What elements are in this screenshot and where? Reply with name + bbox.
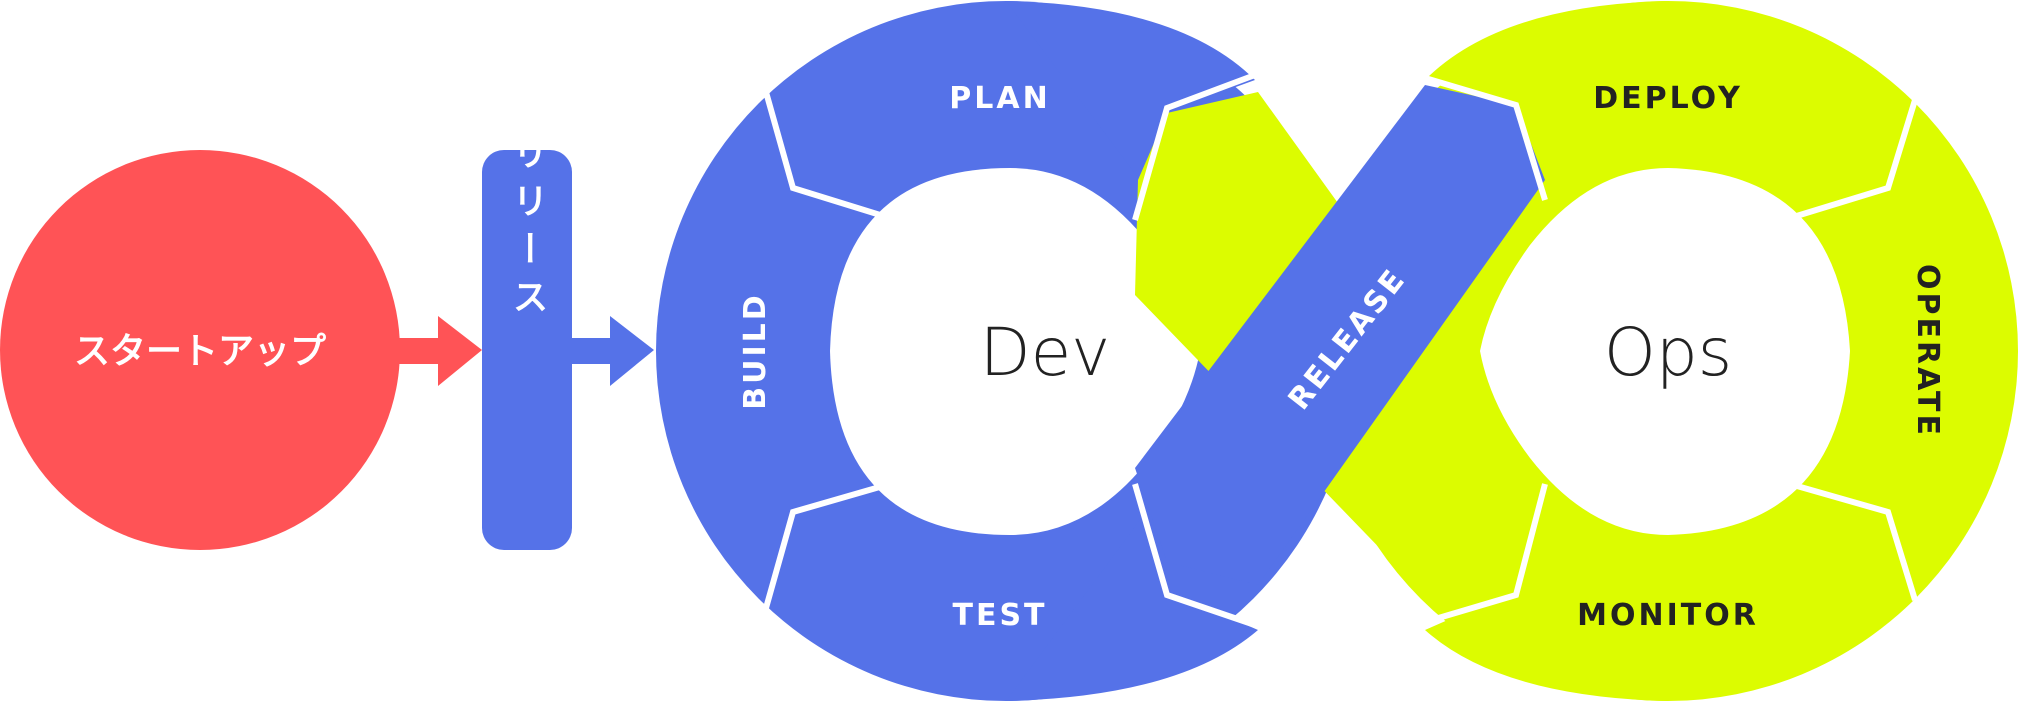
startup-label: スタートアップ — [74, 331, 326, 372]
release-box — [482, 150, 572, 550]
release-arrow — [570, 316, 654, 386]
segment-deploy: DEPLOY — [1593, 81, 1743, 116]
release-box-label: リリース — [507, 134, 548, 326]
startup-arrow — [398, 316, 482, 386]
segment-monitor: MONITOR — [1577, 598, 1759, 633]
dev-center-label: Dev — [980, 314, 1111, 391]
startup-circle — [0, 150, 400, 550]
segment-operate: OPERATE — [1910, 264, 1945, 438]
segment-build: BUILD — [738, 292, 773, 409]
ops-lobe-bottom-extension — [1425, 520, 1668, 701]
ops-center-label: Ops — [1604, 314, 1732, 391]
ops-hole — [1480, 168, 1850, 535]
dev-hole — [830, 168, 1200, 535]
segment-separators — [763, 72, 1918, 628]
ops-lobe-top-extension — [1425, 1, 1668, 180]
dev-lobe-bottom-extension — [1006, 520, 1258, 701]
release-box-text: リリース — [507, 134, 548, 326]
segment-plan: PLAN — [949, 81, 1050, 116]
dev-lobe-top-extension — [1006, 1, 1255, 180]
segment-test: TEST — [952, 598, 1047, 633]
release-band — [1135, 85, 1545, 585]
